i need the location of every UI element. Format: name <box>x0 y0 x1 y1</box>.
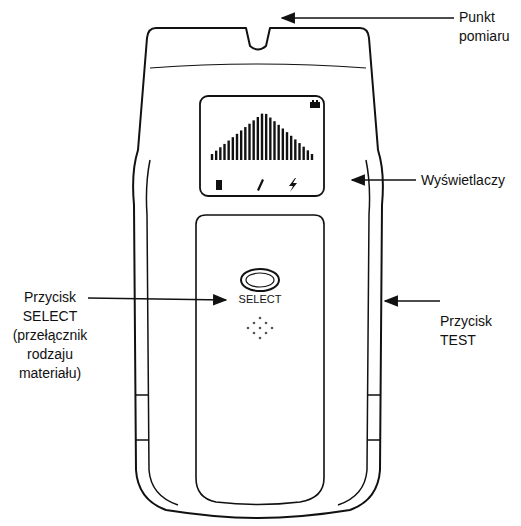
part-label: Przycisk TEST <box>440 312 504 350</box>
speaker-dot <box>259 337 262 340</box>
speaker-dot <box>259 317 262 320</box>
leader-arrow <box>282 17 454 19</box>
left-grip <box>146 160 178 505</box>
signal-bar <box>265 114 267 160</box>
signal-bar <box>236 134 238 160</box>
speaker-grille <box>247 317 274 340</box>
label-text: Punkt pomiaru <box>459 9 510 44</box>
speaker-dot <box>259 327 262 330</box>
signal-bar <box>215 151 217 160</box>
button-label: SELECT <box>220 293 300 306</box>
label-text: Przycisk TEST <box>440 313 492 348</box>
speaker-dot <box>271 327 274 330</box>
signal-bar <box>290 136 292 160</box>
speaker-dot <box>253 332 256 335</box>
battery-icon <box>310 102 320 108</box>
leader-arrow <box>385 300 440 302</box>
select-button-inner <box>246 273 274 287</box>
signal-bar <box>273 121 275 160</box>
label-text: SELECT <box>239 293 282 305</box>
signal-bar <box>307 150 309 160</box>
device-housing <box>133 28 383 518</box>
signal-bar <box>223 144 225 160</box>
signal-bar <box>261 114 263 160</box>
signal-bar <box>244 127 246 160</box>
wood-icon <box>216 180 222 190</box>
right-grip <box>338 160 370 505</box>
signal-bar <box>232 137 234 160</box>
lower-panel <box>196 215 324 505</box>
signal-bar <box>252 120 254 160</box>
part-label: Wyświetlaczy <box>421 171 517 190</box>
signal-bar <box>298 143 300 160</box>
signal-bars <box>212 114 312 160</box>
signal-bar <box>211 154 213 160</box>
signal-bar <box>311 154 313 160</box>
head-bevel <box>150 64 366 68</box>
speaker-dot <box>265 322 268 325</box>
signal-bar <box>277 125 279 160</box>
signal-bar <box>286 132 288 160</box>
signal-bar <box>282 128 284 160</box>
label-text: Wyświetlaczy <box>421 172 505 188</box>
signal-bar <box>240 130 242 160</box>
speaker-dot <box>247 327 250 330</box>
leader-arrow <box>88 298 226 300</box>
battery-tip <box>312 100 314 102</box>
leader-arrow <box>352 179 416 181</box>
battery-tip <box>316 100 318 102</box>
signal-bar <box>302 147 304 160</box>
speaker-dot <box>265 332 268 335</box>
signal-bar <box>248 124 250 160</box>
signal-bar <box>294 139 296 160</box>
display-window <box>200 96 324 196</box>
part-label: Przycisk SELECT (przełącznik rodzaju mat… <box>4 288 96 383</box>
signal-bar <box>227 141 229 160</box>
display-icons <box>216 100 320 192</box>
part-label: Punkt pomiaru <box>459 8 517 46</box>
grip-notches <box>135 395 381 440</box>
select-button <box>241 269 279 291</box>
ac-icon <box>289 178 297 192</box>
metal-icon <box>257 179 264 191</box>
signal-bar <box>269 118 271 160</box>
speaker-dot <box>253 322 256 325</box>
signal-bar <box>257 117 259 160</box>
signal-bar <box>219 147 221 160</box>
label-text: Przycisk SELECT (przełącznik rodzaju mat… <box>13 289 88 381</box>
